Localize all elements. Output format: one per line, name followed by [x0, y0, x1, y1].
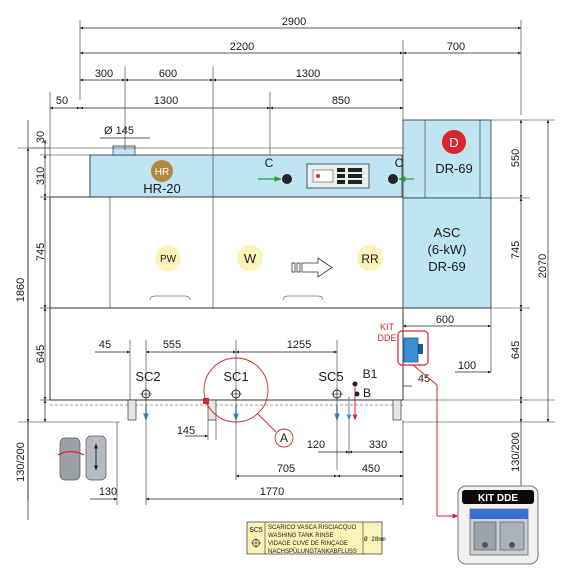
dim-h-2070: 2070 [537, 254, 549, 278]
dim-h-1860: 1860 [15, 278, 27, 302]
left-dimensions: 30 310 745 1860 645 130/200 [15, 120, 120, 520]
dim-2900: 2900 [282, 16, 306, 28]
asc-label: ASC (6-kW) DR-69 [428, 225, 467, 274]
asc-panel [402, 197, 492, 309]
legend-line3: VIDAGE CUVE DE RINÇAGE [268, 541, 348, 547]
dim-h-645-right: 645 [510, 341, 522, 359]
connection-c: C C [258, 156, 414, 184]
dim-h-130-200-left: 130/200 [15, 442, 27, 482]
drain-connections: SC2 SC1 A SC5 B1 B [135, 357, 378, 448]
leg [392, 399, 402, 421]
dim-h-30: 30 [35, 131, 47, 143]
svg-text:KIT: KIT [380, 322, 395, 332]
d-module: D DR-69 [435, 130, 473, 176]
kit-dde-callout: KIT DDE [377, 322, 459, 519]
dim-h-745-left: 745 [35, 243, 47, 261]
svg-text:DDE: DDE [377, 333, 396, 343]
dim-100: 100 [458, 360, 476, 372]
dim-diameter-145: Ø 145 [104, 125, 134, 137]
legend-size: Ø 28mm [364, 536, 386, 543]
d-model: DR-69 [435, 161, 473, 176]
drain-legend: SC5 SCARICO VASCA RISCIACQUO WASHING TAN… [246, 521, 386, 555]
legend-line4: NACHSPÜLUNGTANKABFLUSS [268, 548, 357, 555]
kit-dde-photo: KIT DDE [457, 485, 539, 565]
svg-text:C: C [395, 156, 404, 170]
exhaust-chimney [112, 145, 136, 156]
dim-600-right: 600 [436, 314, 454, 326]
dim-555: 555 [163, 339, 181, 351]
hr-badge-label: HR [155, 167, 169, 178]
dim-50: 50 [56, 95, 68, 107]
dim-850: 850 [332, 95, 350, 107]
top-dimensions: 2900 2200 700 300 600 1300 50 1300 850 Ø… [49, 16, 522, 197]
dim-600: 600 [159, 68, 177, 80]
dim-45-left: 45 [99, 339, 111, 351]
dim-2200: 2200 [230, 41, 254, 53]
dim-130-bottom: 130 [99, 486, 117, 498]
dim-h-550: 550 [510, 149, 522, 167]
kit-dde-unit [403, 337, 419, 363]
dim-h-310: 310 [35, 167, 47, 185]
svg-text:DR-69: DR-69 [428, 259, 466, 274]
dim-330: 330 [369, 439, 387, 451]
leg [207, 399, 217, 421]
dim-120: 120 [307, 439, 325, 451]
leg [127, 399, 137, 421]
d-badge [442, 130, 466, 154]
dim-h-745-right: 745 [510, 241, 522, 259]
dim-1770: 1770 [260, 486, 284, 498]
legend-line2: WASHING TANK RINSE [268, 533, 334, 539]
hr-badge [151, 160, 173, 182]
hr-model: HR-20 [143, 181, 181, 196]
b-label: B [363, 386, 371, 400]
dim-450: 450 [362, 463, 380, 475]
legend-line1: SCARICO VASCA RISCIACQUO [268, 525, 357, 531]
dim-300: 300 [95, 68, 113, 80]
svg-text:KIT DDE: KIT DDE [478, 493, 518, 504]
dim-h-645-left: 645 [35, 345, 47, 363]
dim-1300-top: 1300 [296, 68, 320, 80]
zone-badges: PW W RR [155, 245, 383, 278]
dim-1300-mid: 1300 [154, 95, 178, 107]
dim-705: 705 [277, 463, 295, 475]
bottom-dimensions: 45 555 1255 145 120 330 705 450 130 1770 [90, 339, 404, 505]
dim-45-right: 45 [418, 373, 430, 385]
hr-module: HR HR-20 [143, 160, 181, 196]
sc2-label: SC2 [135, 369, 160, 384]
dim-1255: 1255 [287, 339, 311, 351]
dim-700: 700 [447, 41, 465, 53]
sc5-label: SC5 [318, 369, 343, 384]
direction-arrow-icon [291, 257, 333, 278]
dryer-panel [402, 119, 492, 199]
svg-text:(6-kW): (6-kW) [428, 242, 467, 257]
dim-145-bottom: 145 [177, 425, 195, 437]
right-dimensions: 550 745 2070 645 130/200 600 100 45 [402, 119, 555, 490]
dim-h-130-200-right: 130/200 [510, 432, 522, 472]
legend-code: SC5 [249, 527, 263, 534]
w-badge: W [244, 251, 257, 266]
b1-label: B1 [363, 367, 378, 381]
svg-text:ASC: ASC [434, 225, 461, 240]
adjustable-foot-icon [57, 435, 107, 481]
svg-text:C: C [265, 156, 274, 170]
pw-badge: PW [160, 254, 177, 265]
detail-a-label: A [280, 431, 288, 445]
rr-badge: RR [361, 252, 379, 266]
d-badge-label: D [449, 135, 458, 150]
